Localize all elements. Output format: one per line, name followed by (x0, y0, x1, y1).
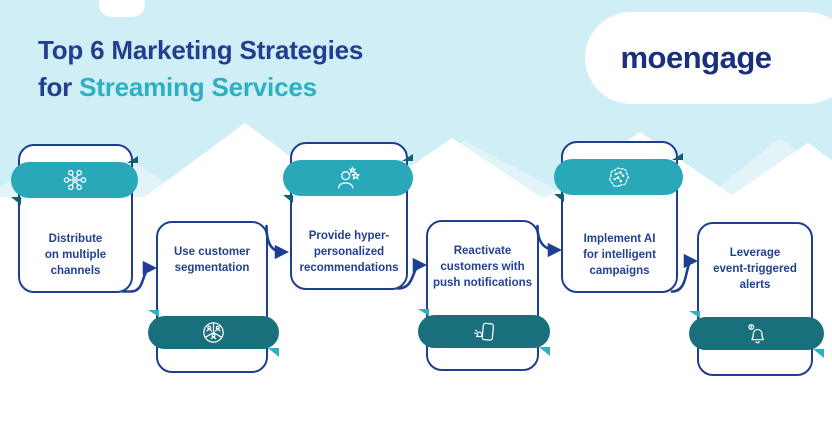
card-label: Use customer segmentation (173, 246, 251, 274)
customer-segmentation-icon (200, 319, 227, 346)
card-label: Provide hyper- personalized recommendati… (299, 230, 399, 275)
ribbon-top (554, 159, 683, 195)
title-highlight: Streaming Services (79, 72, 317, 102)
ribbon-bottom (148, 316, 279, 349)
ribbon-bottom (689, 317, 824, 350)
ribbon-fold (148, 310, 159, 317)
ribbon-fold (689, 311, 700, 318)
card-event-triggered-alerts: Leverage event-triggered alerts (689, 222, 824, 376)
cloud-shape (99, 0, 145, 17)
ai-brain-icon (605, 163, 633, 191)
title-line1: Top 6 Marketing Strategies (38, 35, 364, 65)
ribbon-fold (813, 349, 824, 358)
phone-push-notification-icon (471, 318, 498, 345)
card-label: Leverage event-triggered alerts (713, 247, 797, 291)
logo-o-notch (651, 69, 662, 76)
ribbon-top (283, 160, 413, 196)
card-distribute-channels: Distribute on multiple channels (11, 144, 138, 293)
ribbon-fold (127, 156, 138, 163)
ribbon-fold (11, 197, 21, 205)
page-title: Top 6 Marketing Strategies for Streaming… (38, 32, 363, 106)
personalized-user-stars-icon (334, 164, 362, 192)
card-label: Reactivate customers with push notificat… (432, 245, 533, 289)
ribbon-bottom (418, 315, 550, 348)
ribbon-top (11, 162, 138, 198)
card-customer-segmentation: Use customer segmentation (148, 221, 279, 373)
ribbon-fold (283, 195, 293, 203)
ribbon-fold (418, 309, 429, 316)
card-hyper-personalized-recommendations: Provide hyper- personalized recommendati… (283, 142, 413, 290)
card-push-notifications: Reactivate customers with push notificat… (418, 220, 550, 371)
ribbon-fold (539, 347, 550, 356)
ribbon-fold (672, 153, 683, 160)
card-ai-campaigns: Implement AI for intelligent campaigns (554, 141, 683, 293)
ribbon-fold (402, 154, 413, 161)
ribbon-fold (268, 348, 279, 357)
card-label: Distribute on multiple channels (44, 233, 107, 278)
ribbon-fold (554, 194, 564, 202)
event-alert-bell-icon (743, 320, 770, 347)
title-line2: for Streaming Services (38, 72, 317, 102)
card-label: Implement AI for intelligent campaigns (583, 233, 656, 278)
network-hub-icon (61, 166, 89, 194)
